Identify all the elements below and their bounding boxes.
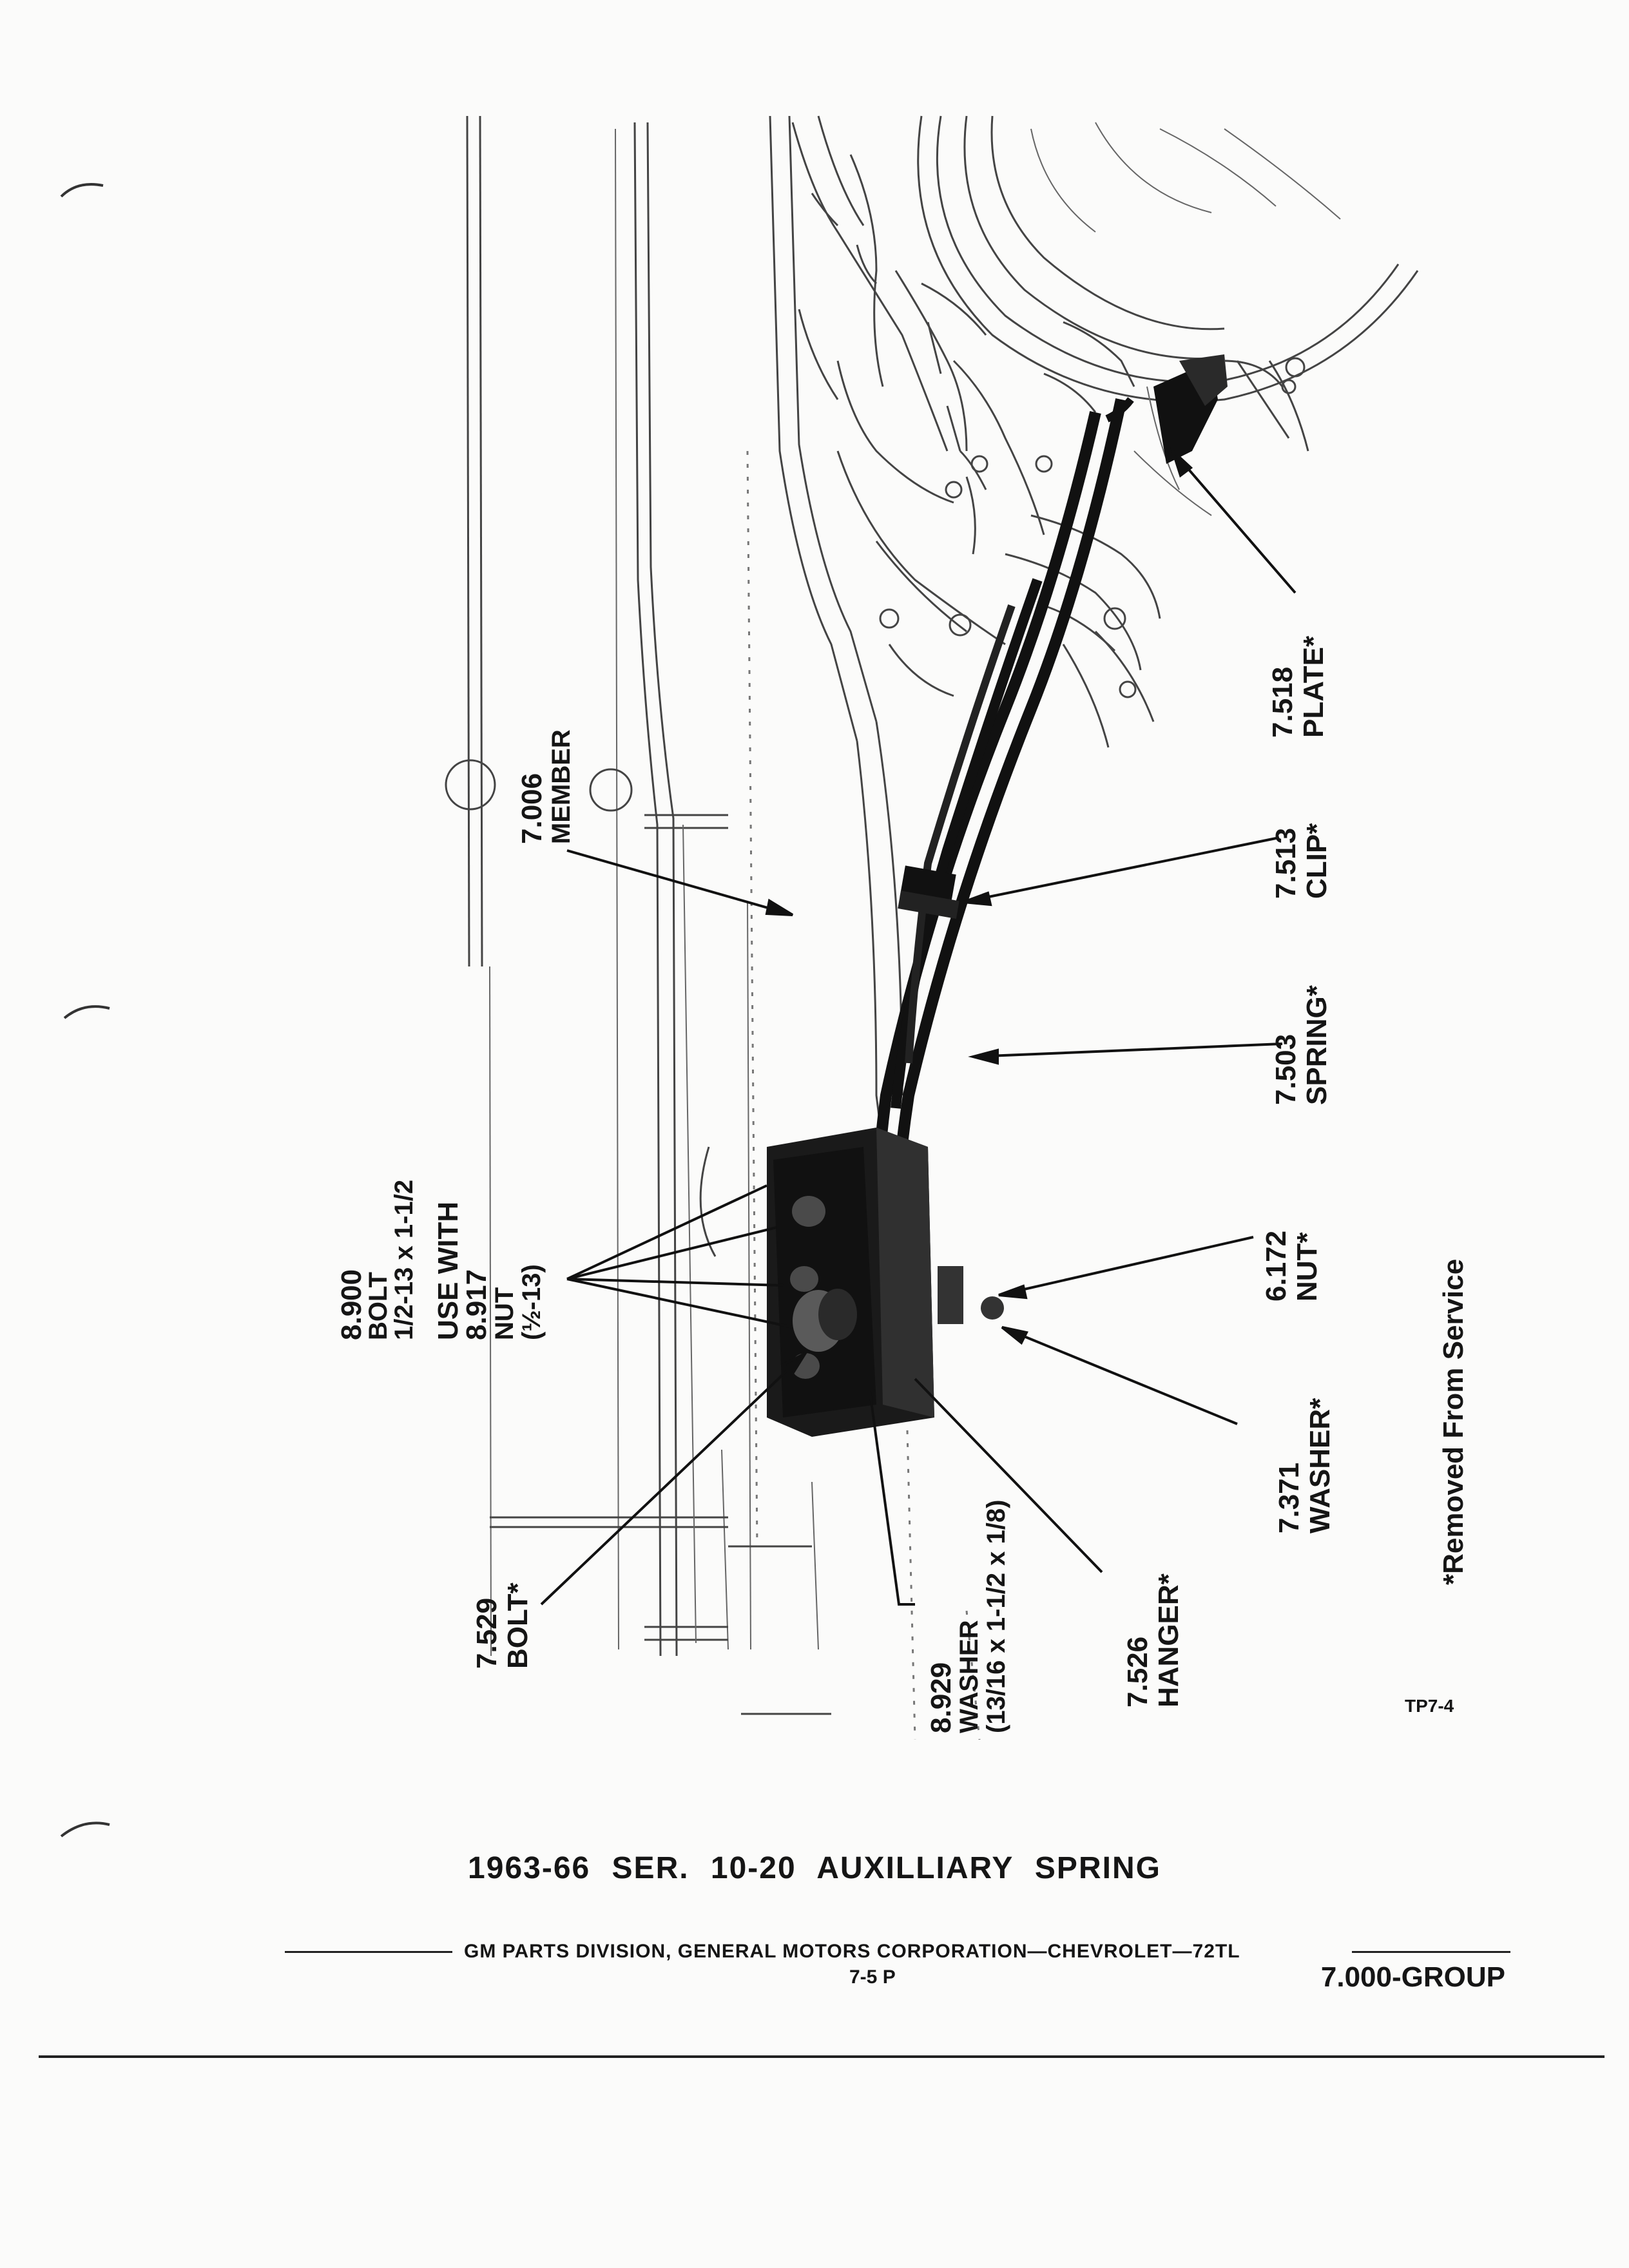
axle-and-brake-drum — [791, 115, 1419, 748]
svg-text:8.917: 8.917 — [461, 1269, 492, 1340]
callout-washer: 7.371 WASHER* — [1273, 1398, 1336, 1533]
binder-hole-mark — [63, 1005, 110, 1019]
callout-washer-large: 8.929 WASHER (13/16 x 1-1/2 x 1/8) — [925, 1500, 1010, 1733]
svg-text:7.503: 7.503 — [1270, 1034, 1302, 1105]
svg-text:7.529: 7.529 — [471, 1598, 503, 1669]
svg-text:7.513: 7.513 — [1270, 828, 1302, 899]
svg-text:CLIP*: CLIP* — [1301, 823, 1333, 899]
group-number: 7.000-GROUP — [1320, 1961, 1505, 1993]
svg-text:WASHER*: WASHER* — [1304, 1398, 1336, 1533]
callout-note: *Removed From Service — [1438, 1259, 1469, 1585]
svg-text:7.006: 7.006 — [516, 773, 548, 844]
callout-clip: 7.513 CLIP* — [1270, 823, 1333, 899]
figure-code: TP7-4 — [1405, 1696, 1454, 1716]
svg-text:BOLT: BOLT — [364, 1272, 392, 1340]
svg-text:WASHER: WASHER — [955, 1620, 983, 1733]
callout-nut: 6.172 NUT* — [1260, 1231, 1323, 1302]
frame-rails — [445, 115, 981, 1740]
callout-bolt-assembly: 8.900 BOLT 1/2-13 x 1-1/2 USE WITH 8.917… — [336, 1180, 546, 1340]
svg-text:7.518: 7.518 — [1267, 667, 1298, 738]
binder-hole-mark — [60, 183, 104, 198]
spring-hanger-bracket — [767, 1128, 1004, 1437]
svg-text:*Removed From Service: *Removed From Service — [1438, 1259, 1469, 1585]
svg-text:7.371: 7.371 — [1273, 1463, 1305, 1533]
svg-text:(13/16 x 1-1/2 x 1/8): (13/16 x 1-1/2 x 1/8) — [982, 1500, 1010, 1733]
svg-text:8.900: 8.900 — [336, 1269, 367, 1340]
figure-caption: 1963-66 SER. 10-20 AUXILLIARY SPRING — [468, 1851, 1161, 1885]
svg-text:NUT*: NUT* — [1291, 1232, 1323, 1302]
svg-text:NUT: NUT — [490, 1287, 519, 1340]
svg-text:1/2-13 x 1-1/2: 1/2-13 x 1-1/2 — [390, 1180, 418, 1340]
svg-text:6.172: 6.172 — [1260, 1231, 1292, 1302]
svg-text:MEMBER: MEMBER — [547, 729, 575, 844]
svg-text:8.929: 8.929 — [925, 1662, 957, 1733]
svg-text:BOLT*: BOLT* — [502, 1582, 534, 1669]
callout-plate: 7.518 PLATE* — [1267, 635, 1329, 738]
bottom-rule — [39, 2055, 1605, 2058]
svg-text:HANGER*: HANGER* — [1153, 1573, 1184, 1707]
callout-spring: 7.503 SPRING* — [1270, 985, 1333, 1105]
svg-text:7.526: 7.526 — [1122, 1637, 1153, 1707]
footer-rule-right — [1352, 1951, 1510, 1953]
binder-hole-mark — [60, 1821, 110, 1838]
leader-lines — [540, 447, 1296, 1606]
svg-text:USE WITH: USE WITH — [432, 1202, 464, 1340]
page-number: 7-5 P — [849, 1966, 896, 1988]
spring-plate — [1153, 354, 1284, 464]
svg-text:PLATE*: PLATE* — [1298, 635, 1329, 738]
callout-member: 7.006 MEMBER — [516, 729, 575, 844]
svg-text:(½-13): (½-13) — [517, 1264, 546, 1340]
svg-text:SPRING*: SPRING* — [1301, 985, 1333, 1105]
callout-hanger: 7.526 HANGER* — [1122, 1573, 1184, 1707]
callout-bolt: 7.529 BOLT* — [471, 1582, 534, 1669]
footer-rule-left — [285, 1951, 452, 1953]
footer-division: GM PARTS DIVISION, GENERAL MOTORS CORPOR… — [464, 1941, 1240, 1962]
